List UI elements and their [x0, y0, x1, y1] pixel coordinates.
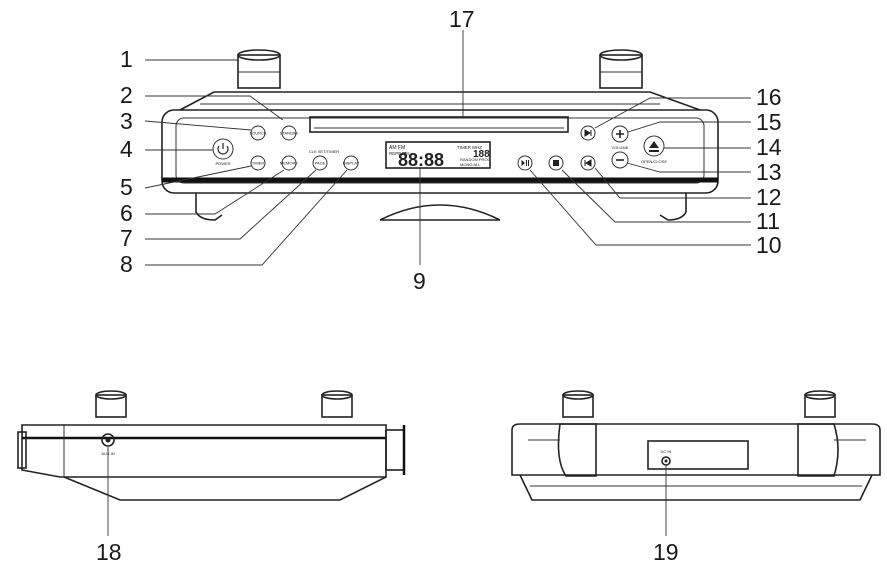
callout-18: 18 [96, 539, 122, 565]
callout-17: 17 [449, 6, 475, 32]
aux-in-jack [101, 433, 115, 447]
bottom-mount [379, 204, 501, 221]
callout-16: 16 [756, 84, 782, 110]
eject-icon [649, 141, 659, 148]
callout-5: 5 [120, 174, 133, 200]
callout-14: 14 [756, 134, 782, 160]
clock-timer-label: CLK SET/TIMER [309, 149, 339, 154]
front-view: AM FM REPEAT PM 88:88 TIMER MHZ 188 RAND… [120, 6, 782, 294]
play-pause-button [517, 155, 533, 171]
callout-11: 11 [756, 208, 780, 234]
display-button: DISPLAY [343, 155, 360, 171]
callout-10: 10 [756, 232, 782, 258]
lcd-small-digits: 188 [473, 149, 490, 160]
leader-lines [144, 30, 751, 266]
eject-button: OPEN/CLOSE [641, 135, 667, 164]
callout-7: 7 [120, 225, 133, 251]
callout-15: 15 [756, 109, 782, 135]
left-knob [237, 49, 281, 89]
plus-icon [616, 130, 624, 138]
skip-back-icon [584, 159, 592, 167]
play-pause-icon [521, 160, 525, 166]
stop-button [548, 155, 564, 171]
callout-12: 12 [756, 184, 782, 210]
dc-in-jack [661, 456, 671, 466]
callout-4: 4 [120, 136, 133, 162]
callout-19: 19 [653, 539, 679, 565]
source-button: SOURCE [249, 125, 267, 141]
lcd-random-label: RANDOM PROG [460, 157, 491, 162]
power-button: POWER [212, 138, 234, 166]
volume-down-button [611, 151, 629, 169]
skip-forward-button [580, 125, 596, 141]
top-housing [179, 91, 701, 111]
left-side-view: AUX IN 18 [17, 390, 406, 565]
memory-button: MEMORY [280, 155, 298, 171]
standby-label: STANDBY [280, 131, 299, 136]
dc-in-label: DC IN [661, 449, 672, 454]
disc-slot [309, 116, 569, 133]
skip-forward-icon [584, 129, 592, 137]
lcd-pm-label: PM [402, 151, 409, 156]
stop-icon [553, 160, 559, 166]
memory-label: MEMORY [280, 161, 298, 166]
right-knob [599, 49, 643, 89]
timer-button: TIMER [250, 155, 266, 171]
front-panel [175, 117, 705, 184]
page-label: PAGE [315, 161, 326, 166]
callout-3: 3 [120, 108, 133, 134]
lcd-main-digits: 88:88 [398, 150, 444, 170]
timer-label: TIMER [252, 161, 265, 166]
volume-label: VOLUME [612, 145, 629, 150]
right-side-view: DC IN 19 [511, 390, 881, 565]
skip-back-button [580, 155, 596, 171]
open-close-label: OPEN/CLOSE [641, 159, 667, 164]
lcd-timer-label: TIMER MHZ [457, 145, 482, 150]
power-icon [217, 145, 229, 155]
standby-button: STANDBY [280, 125, 299, 141]
power-label: POWER [215, 161, 230, 166]
page-button: PAGE CLK SET/TIMER [309, 149, 339, 171]
callout-13: 13 [756, 159, 782, 185]
left-foot [195, 193, 223, 221]
callout-6: 6 [120, 200, 133, 226]
callout-2: 2 [120, 82, 133, 108]
right-foot [659, 193, 687, 221]
callout-1: 1 [120, 46, 133, 72]
lcd-repeat-label: REPEAT [389, 151, 407, 156]
lcd-band-label: AM FM [389, 145, 405, 151]
display-label: DISPLAY [343, 161, 360, 166]
callout-9: 9 [413, 268, 426, 294]
callout-8: 8 [120, 251, 133, 277]
volume-up-button: VOLUME [611, 125, 629, 150]
source-label: SOURCE [249, 131, 266, 136]
main-body [161, 109, 719, 194]
lcd-display: AM FM REPEAT PM 88:88 TIMER MHZ 188 RAND… [385, 141, 491, 170]
lcd-mono-label: MONO ALL [460, 162, 481, 167]
